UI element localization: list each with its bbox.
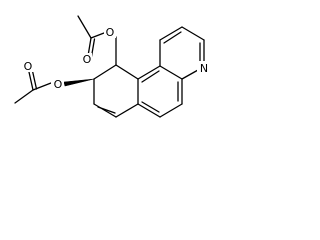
bond-left-carbonyl-ester bbox=[32, 82, 52, 91]
pyridine-ring bbox=[159, 26, 205, 80]
molecule-structure: O O O O N bbox=[14, 15, 211, 118]
bond-c10a-c10b bbox=[137, 65, 161, 80]
atom-upper-carbonyl-oxygen: O bbox=[83, 53, 92, 66]
dihydro-ring bbox=[93, 64, 139, 118]
bond-c6-c6a bbox=[137, 103, 161, 118]
bond-upper-methyl-carbonyl bbox=[77, 15, 92, 39]
left-acetoxy-group bbox=[14, 70, 52, 104]
bond-left-carbonyl-double-a bbox=[28, 71, 34, 91]
wedge-bond-c9-oxygen bbox=[63, 78, 95, 87]
bond-c8-c7 bbox=[93, 103, 117, 118]
bond-c10a-c10b-inner bbox=[141, 70, 160, 83]
atom-left-ester-oxygen: O bbox=[54, 78, 63, 91]
atom-upper-ester-oxygen: O bbox=[106, 26, 115, 39]
bond-c1-c2-inner bbox=[163, 31, 182, 44]
bond-upper-carbonyl-ester bbox=[90, 32, 105, 39]
central-aromatic-ring bbox=[137, 65, 183, 118]
bond-c6-c6a-inner bbox=[141, 101, 160, 113]
bond-c5-c6 bbox=[159, 103, 183, 118]
bond-n4-c4a bbox=[181, 69, 199, 80]
bond-c10-c9 bbox=[93, 64, 117, 80]
bond-c10b-c4a bbox=[159, 65, 183, 80]
upper-acetoxy-group bbox=[77, 15, 117, 66]
bond-c7-c6a bbox=[115, 103, 139, 118]
bond-c2-c3 bbox=[181, 26, 205, 41]
bond-left-methyl-carbonyl bbox=[14, 89, 34, 104]
bond-c10a-c10 bbox=[115, 64, 139, 80]
atom-labels: O O O O N bbox=[23, 26, 211, 91]
bond-c1-c2 bbox=[159, 26, 183, 41]
bond-c8-c7-inner bbox=[97, 106, 116, 114]
atom-pyridine-nitrogen: N bbox=[200, 62, 208, 75]
atom-left-carbonyl-oxygen: O bbox=[24, 60, 33, 73]
bond-left-carbonyl-double-b bbox=[31, 70, 38, 90]
